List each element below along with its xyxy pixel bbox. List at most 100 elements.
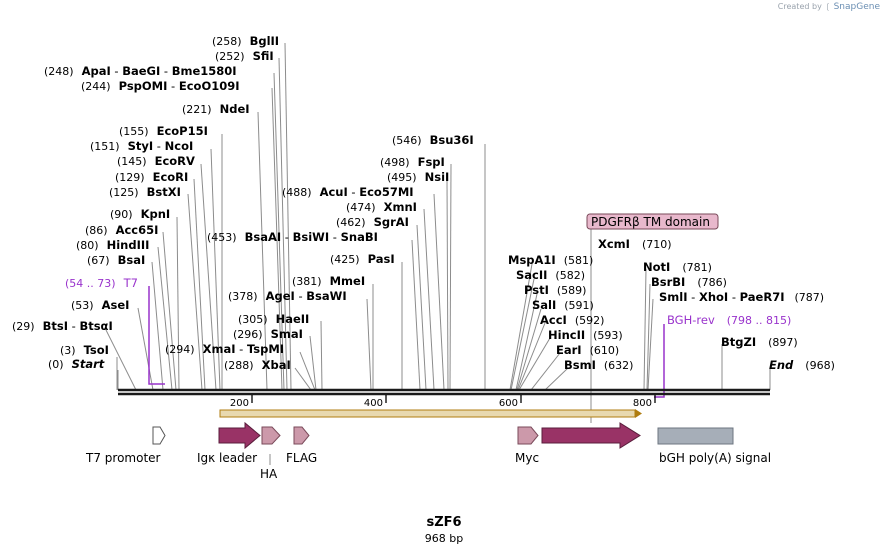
cut-line-apai [273,72,285,391]
branding-name: SnapGene [833,2,880,12]
site-hindiii[interactable]: (80)HindIII [76,238,149,252]
cut-line-sacii [510,278,535,391]
feature-pdgfrb-tm-domain[interactable]: PDGFRβ TM domain [541,213,719,449]
primer-bgh-rev[interactable] [654,324,665,398]
feature-t7-promoter-shape [152,426,166,445]
feature-flag[interactable]: FLAG [286,426,317,465]
feature-bgh-polya-shape [657,427,734,445]
site-bsmi[interactable]: BsmI(632) [564,358,633,372]
site-labels: (0)Start (3)TsoI (29)BtsI - BtsαI (53)As… [12,34,835,372]
site-kpni[interactable]: (90)KpnI [110,207,170,221]
cut-line-acui [433,193,445,391]
site-btgzi[interactable]: BtgZI(897) [721,335,798,349]
cut-line-asei [137,307,154,391]
site-pspomi[interactable]: (244)PspOMI - EcoO109I [81,79,240,93]
primer-t7-arrow [148,286,165,385]
cut-line-psti [515,293,538,391]
site-btsi[interactable]: (29)BtsI - BtsαI [12,319,113,333]
feature-myc[interactable]: Myc [515,426,539,465]
site-fspi[interactable]: (498)FspI [380,155,445,169]
cut-site-lines [105,42,771,423]
cut-line-xbai [294,367,312,391]
site-end[interactable]: End(968) [769,358,835,372]
cut-line-haeii [320,320,323,391]
sequence-length: 968 bp [424,532,464,545]
primer-t7[interactable] [148,286,165,385]
site-psti[interactable]: PstI(589) [524,283,586,297]
feature-myc-shape [517,426,539,445]
site-bsai[interactable]: (67)BsaI [87,253,145,267]
site-sfii[interactable]: (252)SfiI [215,49,274,63]
site-agei[interactable]: (378)AgeI - BsaWI [228,289,347,303]
cut-line-xmai [299,351,316,391]
orf-body [219,409,636,418]
site-sali[interactable]: SalI(591) [532,298,594,312]
feature-igk-leader-shape [218,421,261,450]
orf-arrow[interactable] [219,409,642,418]
feature-bgh-polya[interactable]: bGH poly(A) signal [657,427,771,465]
site-ecori[interactable]: (129)EcoRI [115,170,188,184]
primer-t7-label[interactable]: (54 .. 73)T7 [65,276,138,290]
site-ecorv[interactable]: (145)EcoRV [117,154,195,168]
site-xcmi[interactable]: XcmI(710) [598,237,672,251]
site-styi[interactable]: (151)StyI - NcoI [90,139,193,153]
feature-t7-promoter[interactable]: T7 promoter [85,426,166,465]
cut-line-smai [309,335,317,391]
cut-line-hindiii [157,246,173,391]
branding-prefix: Created by [777,2,822,11]
feature-igk-leader[interactable]: Igκ leader [197,421,261,465]
site-sgrai[interactable]: (462)SgrAI [336,215,409,229]
site-acc65i[interactable]: (86)Acc65I [85,223,158,237]
site-ndei[interactable]: (221)NdeI [182,102,250,116]
site-bglii[interactable]: (258)BglII [212,34,279,48]
site-noti[interactable]: NotI(781) [643,260,712,274]
site-eari[interactable]: EarI(610) [556,343,619,357]
feature-ha[interactable]: HA [260,426,281,481]
site-bsaai[interactable]: (453)BsaAI - BsiWI - SnaBI [207,230,378,244]
cut-line-smli [647,298,654,391]
site-xbai[interactable]: (288)XbaI [224,358,291,372]
primer-bgh-rev-label[interactable]: BGH-rev(798 .. 815) [667,313,791,327]
site-mspa1i[interactable]: MspA1I(581) [508,253,593,267]
feature-pdgfrb-tm-domain-label: PDGFRβ TM domain [591,215,710,229]
site-mmei[interactable]: (381)MmeI [292,274,365,288]
site-asei[interactable]: (53)AseI [71,298,129,312]
cut-line-sgrai [416,224,427,391]
cut-line-fspi [449,163,452,391]
site-sacii[interactable]: SacII(582) [516,268,585,282]
cut-line-xmni [423,208,435,391]
snapgene-logo-icon: ❲ [824,2,832,11]
cut-line-sali [516,308,542,391]
cut-line-eari [530,352,561,391]
site-bstxi[interactable]: (125)BstXI [109,185,181,199]
cut-line-bstxi [187,193,203,391]
cut-line-pspomi [271,87,283,391]
site-start[interactable]: (0)Start [48,357,105,371]
site-smli[interactable]: SmlI - XhoI - PaeR7I(787) [659,290,824,304]
site-smai[interactable]: (296)SmaI [233,327,303,341]
snapgene-branding: Created by ❲ SnapGene [778,2,880,12]
site-haeii[interactable]: (305)HaeII [238,312,309,326]
cut-line-agei [366,298,372,391]
cut-line-hincii [518,337,551,391]
site-xmai[interactable]: (294)XmaI - TspMI [165,342,284,356]
tick-label-200: 200 [230,398,249,409]
orf-head [635,409,642,418]
cut-line-bsmi [544,367,569,391]
site-bsrbi[interactable]: BsrBI(786) [651,275,727,289]
cut-line-ecori [193,178,206,391]
site-apai[interactable]: (248)ApaI - BaeGI - Bme1580I [44,64,237,78]
site-nsii[interactable]: (495)NsiI [387,170,449,184]
dna-backbone: 200 400 600 800 [118,388,770,409]
site-tsoi[interactable]: (3)TsoI [60,343,109,357]
feature-flag-shape [293,426,310,445]
site-acui[interactable]: (488)AcuI - Eco57MI [282,185,414,199]
site-pasi[interactable]: (425)PasI [330,252,395,266]
feature-pdgfrb-tm-domain-label-box [586,213,719,230]
site-ecop15i[interactable]: (155)EcoP15I [119,124,208,138]
site-xmni[interactable]: (474)XmnI [346,200,417,214]
site-bsu36i[interactable]: (546)Bsu36I [392,133,474,147]
site-hincii[interactable]: HincII(593) [548,328,623,342]
primer-bgh-rev-arrow [654,324,665,398]
site-acci[interactable]: AccI(592) [540,313,604,327]
